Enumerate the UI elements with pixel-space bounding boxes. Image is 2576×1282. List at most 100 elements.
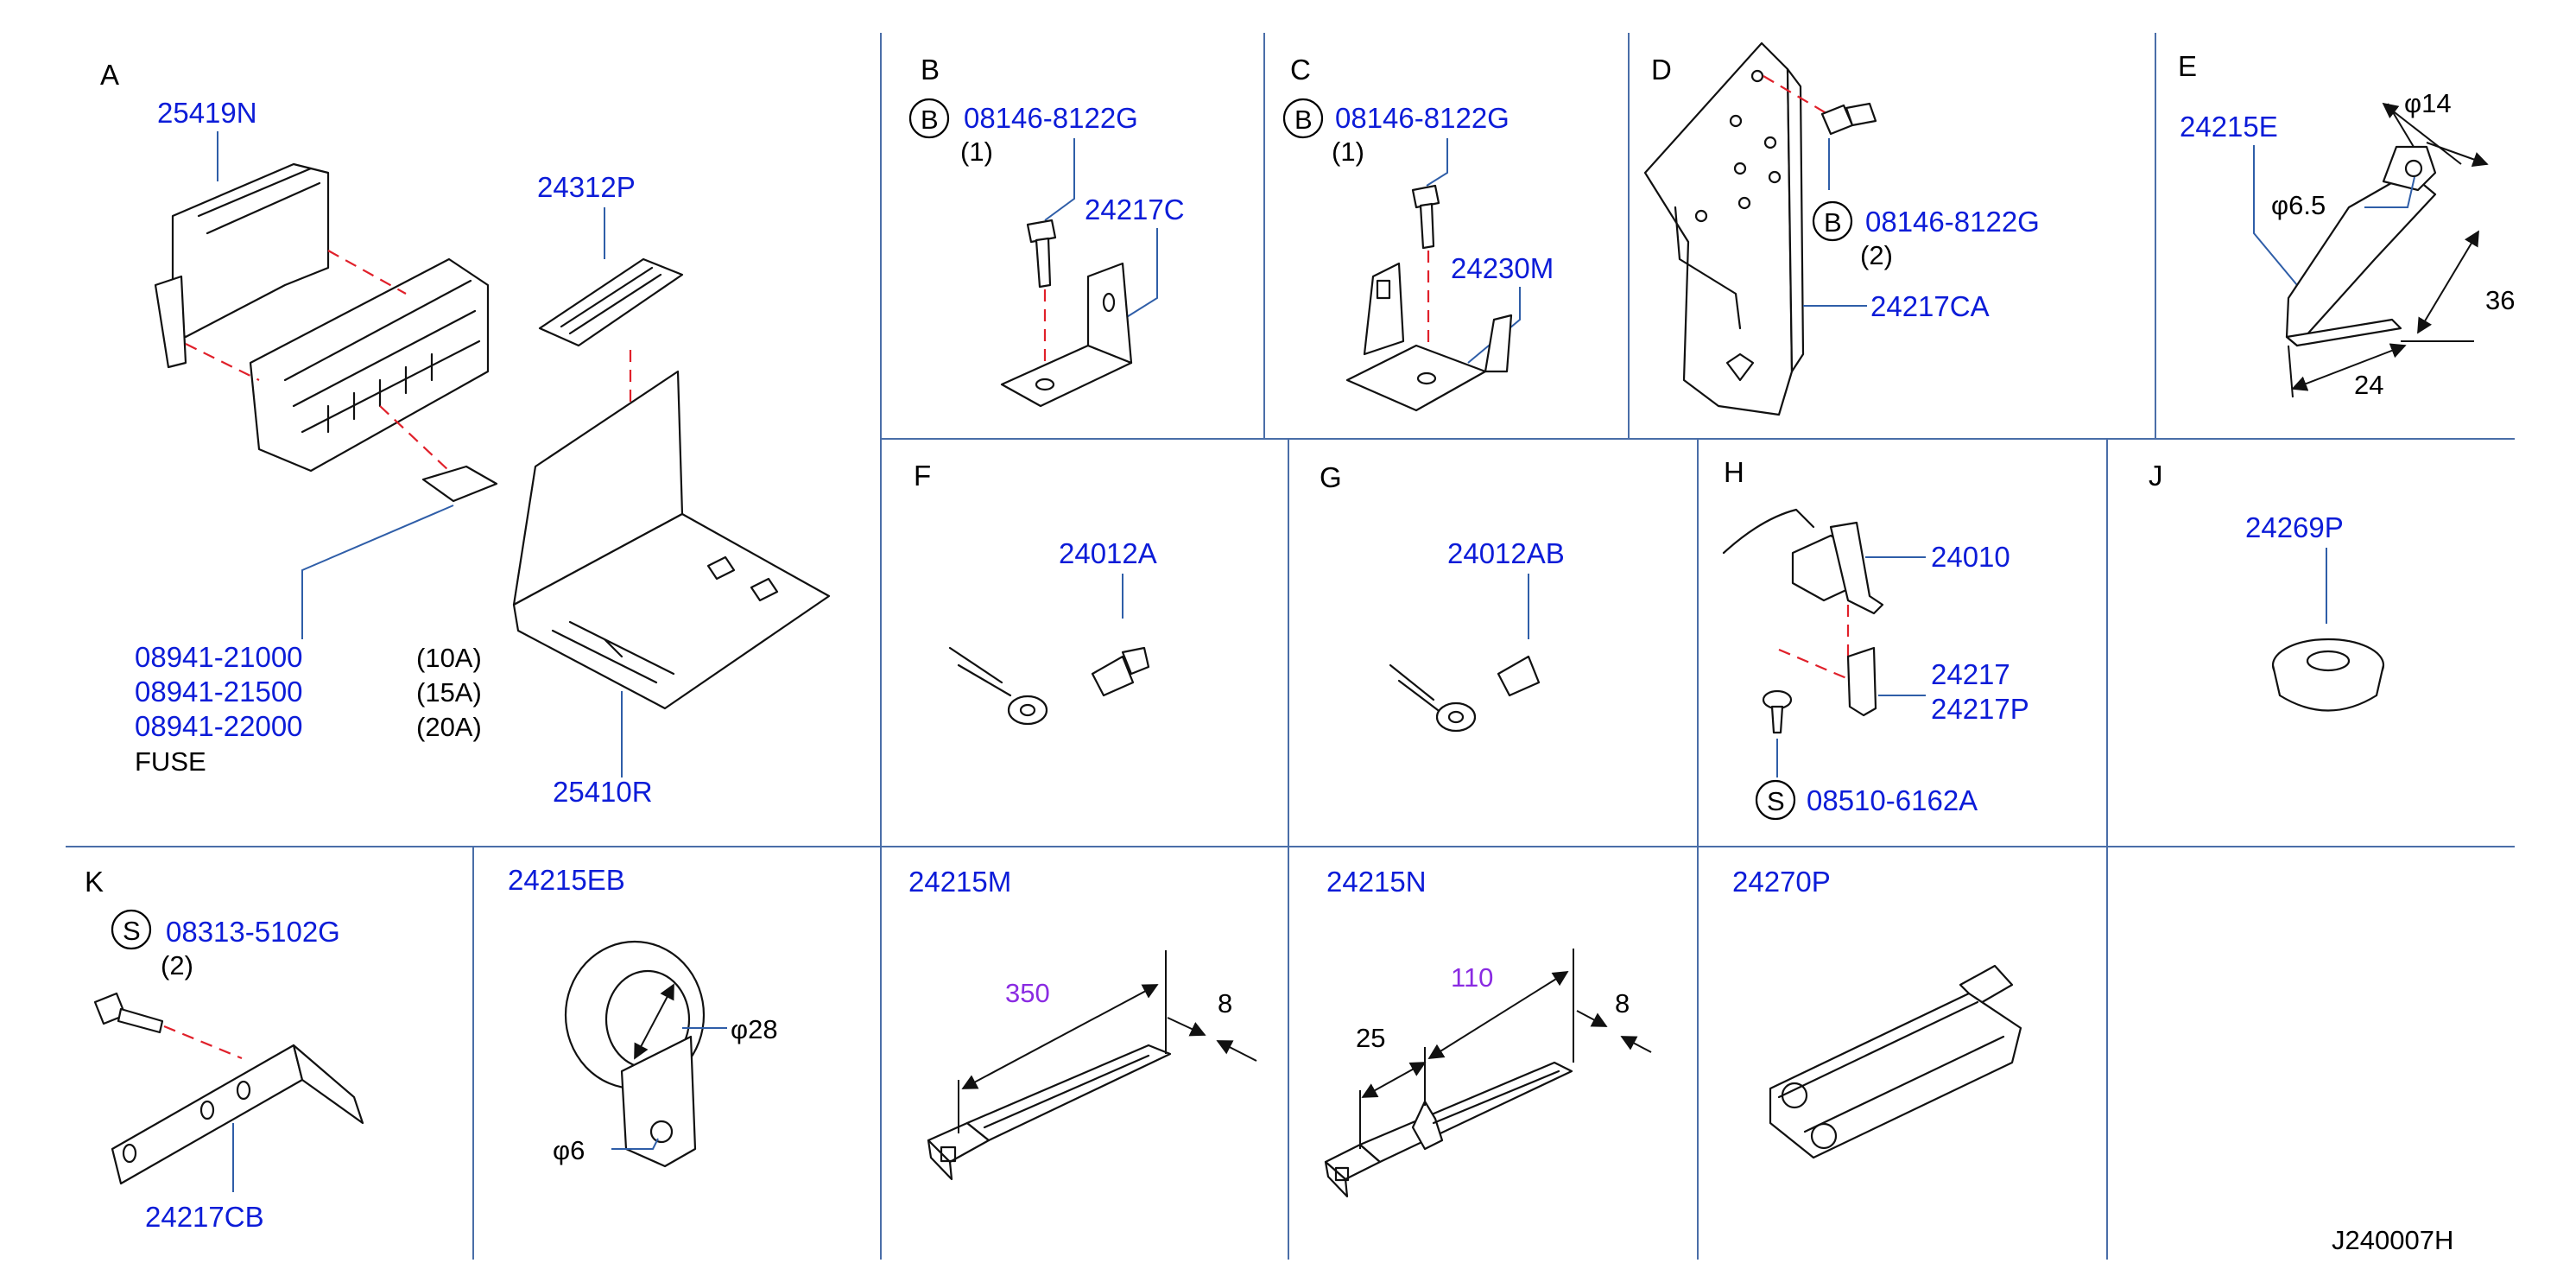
bolt-qty-b: (1) [960, 136, 993, 167]
dim-phi65: φ6.5 [2271, 190, 2326, 220]
panel-c: C B 08146-8122G (1) 24230M [1282, 54, 1554, 412]
panel-f: F 24012A [914, 460, 1157, 726]
mark-b-letter: B [921, 105, 939, 135]
panel-f-label: F [914, 460, 931, 492]
protector-24270p-drawing [1769, 964, 2022, 1159]
panel-d: D B 08146-8122G (2) 24217CA [1643, 41, 2040, 416]
screw-drawing-h [1762, 689, 1793, 734]
bolt-drawing-d [1820, 102, 1877, 136]
part-24269p-label: 24269P [2245, 511, 2344, 543]
part-08146-8122g-label-d: 08146-8122G [1865, 206, 2040, 238]
fuse-holder-drawing [154, 162, 330, 369]
part-08510-6162a-label: 08510-6162A [1807, 784, 1978, 816]
clip-24215eb-drawing [564, 940, 706, 1168]
tie-24215n-drawing [1324, 1061, 1573, 1198]
part-24215m-label: 24215M [908, 866, 1011, 898]
dim-350: 350 [1005, 978, 1050, 1008]
part-24217ca-label: 24217CA [1870, 290, 1990, 322]
mark-d-letter: B [1824, 207, 1842, 238]
panel-g: G 24012AB [1320, 461, 1565, 733]
fuse-cover-drawing [538, 257, 684, 347]
part-24217-label: 24217 [1931, 658, 2010, 690]
panel-j: J 24269P [2149, 460, 2385, 712]
bracket-24215e-drawing [2285, 145, 2437, 347]
fuse-drawing [421, 465, 498, 503]
part-08146-8122g-label-b: 08146-8122G [964, 102, 1138, 134]
part-24312p-label: 24312P [537, 171, 636, 203]
panel-a-label: A [100, 59, 119, 91]
mark-b-circle [908, 98, 950, 139]
panel-k: K S 08313-5102G (2) 24217CB [85, 866, 364, 1233]
mark-h-circle [1755, 779, 1796, 821]
panel-e-label: E [2178, 50, 2197, 82]
fuse-qty-1: (10A) [416, 643, 482, 673]
part-24215e-label: 24215E [2180, 111, 2278, 143]
part-24012ab-label: 24012AB [1447, 537, 1565, 569]
bracket-24217cb-drawing [111, 1044, 364, 1185]
panel-grid [66, 33, 2515, 1260]
panel-g-label: G [1320, 461, 1342, 493]
panel-24215eb: 24215EB φ28 φ6 [508, 864, 778, 1168]
bracket-24217p-drawing [1846, 646, 1877, 717]
panel-j-label: J [2149, 460, 2163, 492]
part-24217c-label: 24217C [1085, 194, 1185, 225]
fuse-qty-3: (20A) [416, 712, 482, 742]
fuse-pn-1: 08941-21000 [135, 641, 303, 673]
part-24217cb-label: 24217CB [145, 1201, 264, 1233]
fuse-block-drawing [249, 257, 490, 473]
part-24217p-label: 24217P [1931, 693, 2029, 725]
mark-d-circle [1812, 200, 1853, 242]
panel-a: A 25419N 24312P [100, 59, 831, 808]
fuse-box-base-drawing [512, 370, 831, 710]
dim-110: 110 [1451, 962, 1493, 993]
dim-phi6: φ6 [553, 1135, 585, 1165]
grommet-24269p-drawing [2271, 638, 2385, 712]
fuse-label: FUSE [135, 746, 206, 777]
panel-h-label: H [1724, 456, 1744, 488]
mark-c-letter: B [1294, 105, 1313, 135]
dim-8-n: 8 [1615, 988, 1630, 1019]
diagram-code: J240007H [2332, 1225, 2453, 1255]
panel-24215n: 24215N 25 110 8 [1324, 866, 1652, 1198]
bolt-qty-c: (1) [1332, 136, 1364, 167]
bracket-24230m-drawing [1345, 262, 1513, 412]
panel-h: H 24010 24217 24217P S 08510-6162A [1722, 456, 2029, 821]
bolt-qty-d: (2) [1860, 240, 1893, 270]
bolt-drawing-c [1411, 184, 1440, 250]
dim-25: 25 [1356, 1023, 1385, 1053]
fuse-qty-2: (15A) [416, 677, 482, 708]
panel-d-label: D [1651, 54, 1672, 86]
mark-c-circle [1282, 98, 1324, 139]
part-25419n-label: 25419N [157, 97, 257, 129]
panel-b: B B 08146-8122G (1) 24217C [908, 54, 1185, 408]
panel-c-label: C [1290, 54, 1311, 86]
bracket-24217c-drawing [1000, 262, 1133, 408]
part-24230m-label: 24230M [1451, 252, 1554, 284]
part-24215eb-label: 24215EB [508, 864, 625, 896]
part-24215n-label: 24215N [1326, 866, 1427, 898]
mark-k-letter: S [123, 916, 141, 946]
panel-24270p: 24270P [1732, 866, 2022, 1159]
dim-24: 24 [2354, 370, 2383, 400]
part-08313-5102g-label: 08313-5102G [166, 916, 340, 948]
fuse-pn-2: 08941-21500 [135, 676, 303, 708]
bolt-drawing-k [93, 992, 164, 1034]
panel-e: E 24215E φ14 φ6.5 36 24 [2178, 50, 2515, 400]
part-24012a-label: 24012A [1059, 537, 1157, 569]
part-24010-label: 24010 [1931, 541, 2010, 573]
dim-phi14: φ14 [2404, 88, 2452, 118]
bolt-qty-k: (2) [161, 950, 193, 981]
relay-24010-drawing [1722, 508, 1884, 615]
dim-36: 36 [2485, 285, 2515, 315]
terminal-24012a-drawing [948, 646, 1150, 726]
bracket-24217ca-drawing [1643, 41, 1805, 416]
part-08146-8122g-label-c: 08146-8122G [1335, 102, 1510, 134]
bolt-drawing-b [1026, 219, 1057, 289]
panel-24215m: 24215M 350 8 [908, 866, 1257, 1181]
panel-k-label: K [85, 866, 104, 898]
tie-24215m-drawing [927, 1044, 1172, 1181]
panel-b-label: B [921, 54, 940, 86]
fuse-pn-3: 08941-22000 [135, 710, 303, 742]
part-25410r-label: 25410R [553, 776, 653, 808]
